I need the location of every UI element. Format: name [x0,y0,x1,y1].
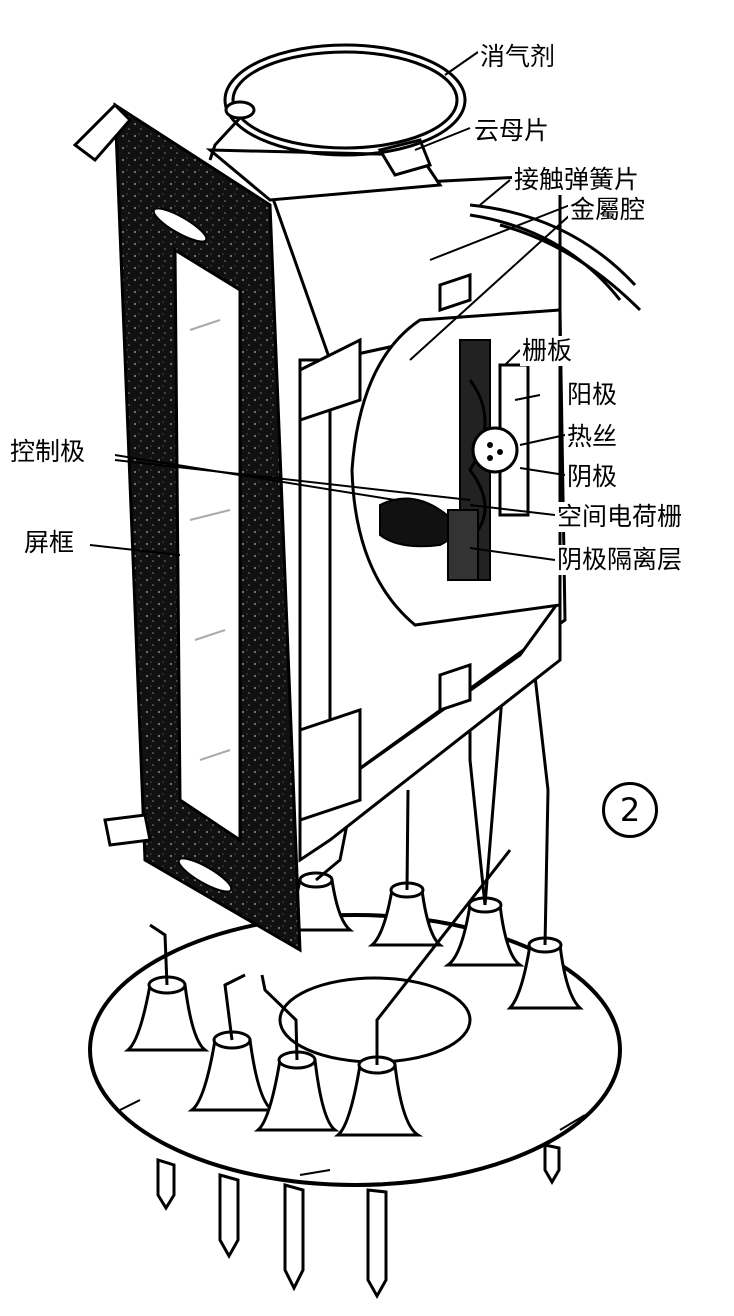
cutaway-view [350,308,562,627]
label-cathode-insulation: 阴极隔离层 [555,545,685,575]
mica-sheet [205,138,443,202]
label-cathode: 阴极 [565,462,620,492]
contact-springs [469,203,642,312]
base-pins [156,1143,561,1300]
label-control-plate: 控制极 [8,437,88,467]
getter-ring [208,43,467,161]
label-getter: 消气剂 [478,42,558,72]
pin-sockets [123,871,584,1137]
label-contact-spring: 接触弹簧片 [512,165,642,195]
figure-number: 2 [602,782,658,838]
screen-frame [72,102,302,953]
base-disc [88,913,622,1187]
label-screen-frame: 屏框 [22,528,77,558]
label-metal-cavity: 金屬腔 [568,195,648,225]
label-mica: 云母片 [472,116,552,146]
label-grid-plate: 栅板 [520,336,575,366]
leader-lines [89,51,571,561]
label-anode: 阳极 [565,380,620,410]
label-space-charge-grid: 空间电荷栅 [555,502,685,532]
label-filament: 热丝 [565,422,620,452]
